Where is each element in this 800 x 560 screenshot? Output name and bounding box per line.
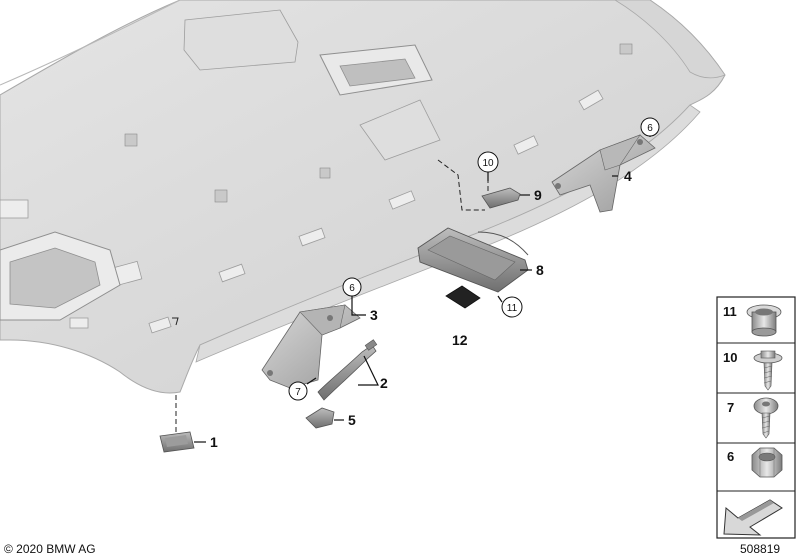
diagram-id-text: 508819 [740, 542, 781, 556]
part-9-holder [481, 187, 521, 209]
legend-row-11: 11 [723, 304, 782, 337]
part-8-module [417, 227, 529, 293]
part-5-cap [305, 407, 335, 429]
svg-text:7: 7 [295, 387, 301, 398]
flange-screw-icon [753, 350, 783, 391]
callout-4: 4 [624, 168, 632, 184]
svg-text:7: 7 [727, 400, 734, 415]
pan-screw-icon [753, 397, 779, 439]
part-2-grab-handle [317, 339, 378, 401]
svg-text:6: 6 [727, 449, 734, 464]
callout-12: 12 [452, 332, 468, 348]
callout-2: 2 [380, 375, 388, 391]
callout-9: 9 [534, 187, 542, 203]
part-12-pad [445, 285, 481, 309]
legend-row-6: 6 [727, 447, 783, 478]
legend-row-7: 7 [727, 397, 779, 439]
legend-row-10: 10 [723, 350, 783, 391]
hex-nut-icon [751, 447, 783, 478]
svg-text:10: 10 [723, 350, 737, 365]
fastener-legend: 11 10 7 [716, 296, 796, 539]
circled-callout-10: 10 [477, 151, 499, 173]
headliner-panel [0, 0, 726, 394]
dome-light-opening [319, 44, 433, 96]
copyright-text: © 2020 BMW AG [4, 542, 96, 556]
sleeve-nut-icon [746, 304, 782, 337]
svg-text:11: 11 [507, 303, 518, 314]
callout-1: 1 [210, 434, 218, 450]
front-console-opening [0, 231, 121, 321]
svg-text:10: 10 [482, 158, 494, 169]
svg-text:11: 11 [723, 304, 737, 319]
part-1-mount-mark [172, 317, 179, 326]
circled-callout-6-front: 6 [342, 277, 362, 297]
part-1-clip [159, 431, 195, 453]
callout-numbers: 1 2 3 4 5 8 9 12 [210, 168, 632, 450]
callout-5: 5 [348, 412, 356, 428]
circled-callout-11: 11 [501, 296, 523, 318]
callout-3: 3 [370, 307, 378, 323]
svg-text:6: 6 [647, 123, 653, 134]
circled-callout-7: 7 [288, 381, 308, 401]
part-4-bracket [551, 134, 656, 213]
callout-leaders [194, 126, 651, 443]
part-3-bracket [261, 304, 361, 389]
direction-arrow-icon [723, 499, 783, 536]
circled-callout-6-rear: 6 [640, 117, 660, 137]
circled-callouts: 6 6 7 10 11 [288, 117, 660, 401]
svg-text:6: 6 [349, 283, 355, 294]
callout-8: 8 [536, 262, 544, 278]
